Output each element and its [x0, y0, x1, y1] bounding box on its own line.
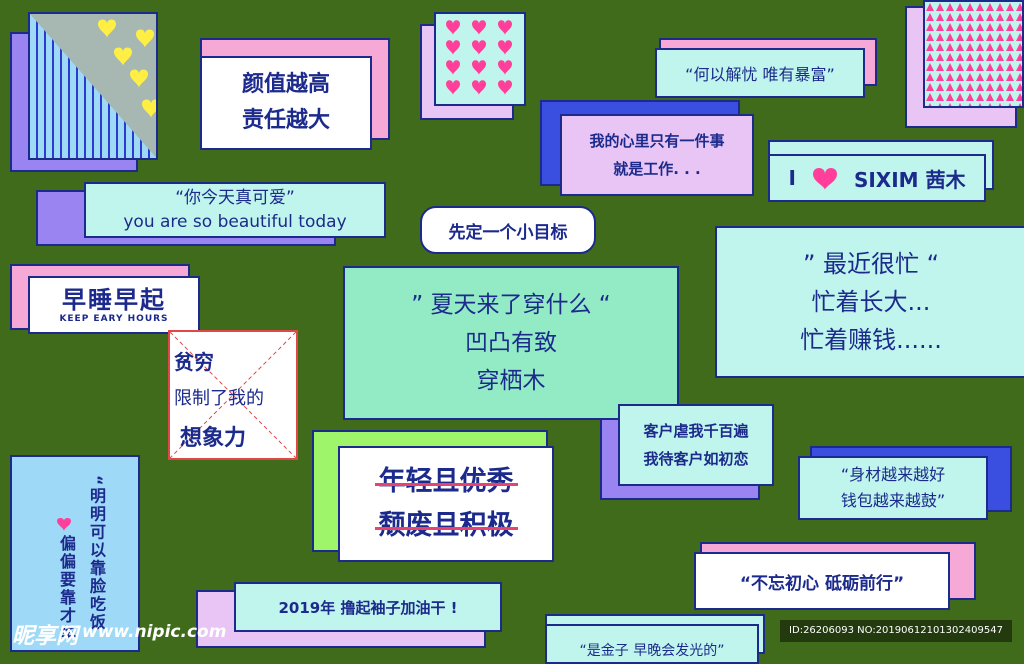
figure-line-2: 钱包越来越鼓” [840, 491, 946, 510]
poor-line-2: 限制了我的 [174, 388, 264, 409]
heart-icon [446, 20, 512, 95]
cute-tile: “你今天真可爱” you are so beautiful today [36, 182, 386, 246]
cute-line-1: “你今天真可爱” [175, 188, 295, 208]
sleep-sub: KEEP EARY HOURS [59, 314, 169, 324]
figure-line-1: “身材越来越好 [840, 465, 946, 484]
triangle-pattern-tile [905, 0, 1024, 128]
figure-tile: “身材越来越好 钱包越来越鼓” [798, 446, 1012, 522]
one-thing-tile: 我的心里只有一件事 就是工作. . . [540, 100, 754, 196]
watermark-id: ID:26206093 NO:20190612101302409547 [780, 620, 1012, 642]
sleep-main: 早睡早起 [62, 286, 166, 314]
love-brand-text: SIXIM 茜木 [853, 167, 966, 192]
customer-line-1: 客户虐我千百遍 [643, 422, 749, 440]
beauty-line-1: 颜值越高 [241, 72, 330, 97]
heart-icon [57, 518, 71, 531]
gold-text: “是金子 早晚会发光的” [579, 643, 725, 659]
summer-line-3: 穿栖木 [476, 368, 546, 394]
busy-line-1: ” 最近很忙 “ [802, 250, 940, 278]
year-tile: 2019年 撸起袖子加油干 ! [196, 582, 508, 652]
stripe-pattern-icon [28, 12, 158, 160]
busy-line-3: 忙着赚钱...... [800, 326, 942, 354]
summer-line-2: 凹凸有致 [465, 330, 557, 356]
beauty-line-2: 责任越大 [241, 108, 330, 133]
face-col-2: 偏偏要靠才华 [57, 535, 76, 643]
watermark-url: www.nipic.com [82, 622, 227, 642]
poor-line-1: 贫穷 [174, 350, 214, 374]
sleep-tile: 早睡早起 KEEP EARY HOURS [10, 264, 200, 334]
hearts-stripe-block [10, 12, 158, 172]
goal-text: 先定一个小目标 [448, 222, 568, 243]
triangle-pattern-icon [923, 0, 1024, 108]
heart-icon [812, 168, 837, 190]
poor-line-3: 想象力 [180, 426, 247, 451]
watermark-logo: 昵享网 [12, 624, 79, 649]
goal-pill: 先定一个小目标 [420, 206, 596, 254]
poor-tile: 贫穷 限制了我的 想象力 [168, 330, 298, 460]
cute-line-2: you are so beautiful today [123, 212, 347, 232]
young-line-2: 颓废且积极 [374, 504, 518, 548]
hearts-grid-tile [420, 10, 526, 122]
summer-tile: ” 夏天来了穿什么 “ 凹凸有致 穿栖木 [343, 266, 679, 420]
worry-tile: “何以解忧 唯有暴富” [655, 38, 877, 98]
busy-tile: ” 最近很忙 “ 忙着长大... 忙着赚钱...... [715, 226, 1024, 378]
gold-tile: “是金子 早晚会发光的” [545, 614, 765, 664]
beauty-tile: 颜值越高 责任越大 [200, 38, 390, 150]
busy-line-2: 忙着长大... [811, 288, 931, 316]
love-i-text: I [788, 166, 796, 190]
one-thing-line-2: 就是工作. . . [613, 160, 701, 178]
customer-tile: 客户虐我千百遍 我待客户如初恋 [600, 404, 774, 500]
origin-tile: “不忘初心 砥砺前行” [694, 542, 976, 612]
customer-line-2: 我待客户如初恋 [643, 450, 749, 468]
summer-line-1: ” 夏天来了穿什么 “ [411, 292, 611, 318]
face-col-1: “明明可以靠脸吃饭 [87, 475, 106, 632]
young-tile: 年轻且优秀 颓废且积极 [312, 430, 554, 562]
face-tile: “明明可以靠脸吃饭 偏偏要靠才华 [10, 455, 140, 652]
worry-text: “何以解忧 唯有暴富” [685, 65, 835, 84]
origin-text: “不忘初心 砥砺前行” [739, 573, 905, 594]
love-brand-tile: I SIXIM 茜木 [768, 140, 994, 202]
year-text: 2019年 撸起袖子加油干 ! [278, 598, 458, 617]
young-line-1: 年轻且优秀 [374, 460, 518, 504]
one-thing-line-1: 我的心里只有一件事 [589, 132, 725, 150]
